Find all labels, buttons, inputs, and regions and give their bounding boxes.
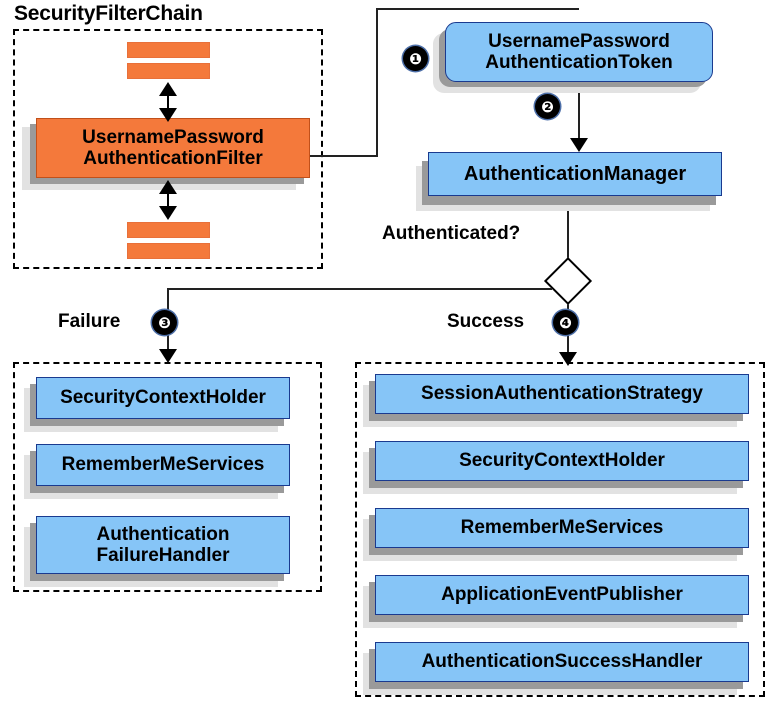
connector-failure-arrow — [159, 349, 177, 363]
filter-label-line1: UsernamePassword — [82, 126, 264, 148]
filter-bar-1 — [127, 42, 210, 58]
security-filter-chain-title: SecurityFilterChain — [14, 2, 203, 25]
connector-filter-to-token-h1 — [310, 155, 378, 157]
connector-filter-to-token-h2 — [376, 8, 579, 10]
step-badge-4: ❹ — [553, 310, 578, 335]
node-username-password-authentication-filter[interactable]: UsernamePassword AuthenticationFilter — [36, 118, 310, 178]
node-username-password-authentication-token[interactable]: UsernamePassword AuthenticationToken — [445, 22, 713, 82]
success-box-security-context-holder[interactable]: SecurityContextHolder — [375, 441, 749, 481]
failure-box-remember-me-services[interactable]: RememberMeServices — [36, 444, 290, 486]
success-box-3-label: RememberMeServices — [460, 517, 664, 539]
token-label-line1: UsernamePassword — [488, 30, 670, 52]
step-badge-3: ❸ — [152, 310, 177, 335]
decision-diamond — [543, 256, 593, 306]
filter-label-line2: AuthenticationFilter — [83, 148, 263, 169]
manager-label: AuthenticationManager — [463, 162, 687, 185]
filter-link-bottom — [167, 186, 169, 214]
filter-bar-2 — [127, 63, 210, 79]
step-badge-2: ❷ — [535, 94, 560, 119]
filter-link-bottom-arrow-up — [159, 180, 177, 194]
failure-box-3-label-line2: FailureHandler — [96, 545, 230, 566]
decision-question-label: Authenticated? — [382, 223, 521, 244]
node-authentication-manager[interactable]: AuthenticationManager — [428, 152, 722, 196]
success-box-application-event-publisher[interactable]: ApplicationEventPublisher — [375, 575, 749, 615]
connector-manager-to-decision — [567, 196, 569, 266]
filter-bar-3 — [127, 222, 210, 238]
failure-box-1-label: SecurityContextHolder — [60, 387, 266, 409]
filter-link-top — [167, 88, 169, 116]
connector-filter-to-token-v — [376, 8, 378, 156]
failure-box-security-context-holder[interactable]: SecurityContextHolder — [36, 377, 290, 419]
filter-link-top-arrow-up — [159, 82, 177, 96]
connector-token-to-manager — [578, 82, 580, 140]
success-box-authentication-success-handler[interactable]: AuthenticationSuccessHandler — [375, 642, 749, 682]
failure-label: Failure — [58, 311, 121, 332]
connector-success-arrow — [559, 352, 577, 366]
success-label: Success — [447, 311, 525, 332]
filter-link-top-arrow-down — [159, 108, 177, 122]
filter-bar-4 — [127, 243, 210, 259]
connector-token-to-manager-arrow — [570, 138, 588, 152]
success-box-remember-me-services[interactable]: RememberMeServices — [375, 508, 749, 548]
success-box-session-authentication-strategy[interactable]: SessionAuthenticationStrategy — [375, 374, 749, 414]
step-badge-1: ❶ — [403, 46, 428, 71]
success-box-2-label: SecurityContextHolder — [459, 450, 665, 472]
failure-box-2-label: RememberMeServices — [61, 454, 265, 476]
failure-branch-container — [13, 362, 322, 592]
connector-decision-to-failure-h — [167, 288, 552, 290]
security-filter-chain-container — [13, 29, 323, 269]
success-box-5-label: AuthenticationSuccessHandler — [421, 651, 703, 673]
filter-link-bottom-arrow-down — [159, 206, 177, 220]
failure-box-3-label-line1: Authentication — [96, 523, 230, 545]
success-box-4-label: ApplicationEventPublisher — [441, 584, 683, 606]
failure-box-authentication-failure-handler[interactable]: Authentication FailureHandler — [36, 516, 290, 574]
success-box-1-label: SessionAuthenticationStrategy — [421, 383, 703, 405]
token-label-line2: AuthenticationToken — [485, 52, 673, 73]
